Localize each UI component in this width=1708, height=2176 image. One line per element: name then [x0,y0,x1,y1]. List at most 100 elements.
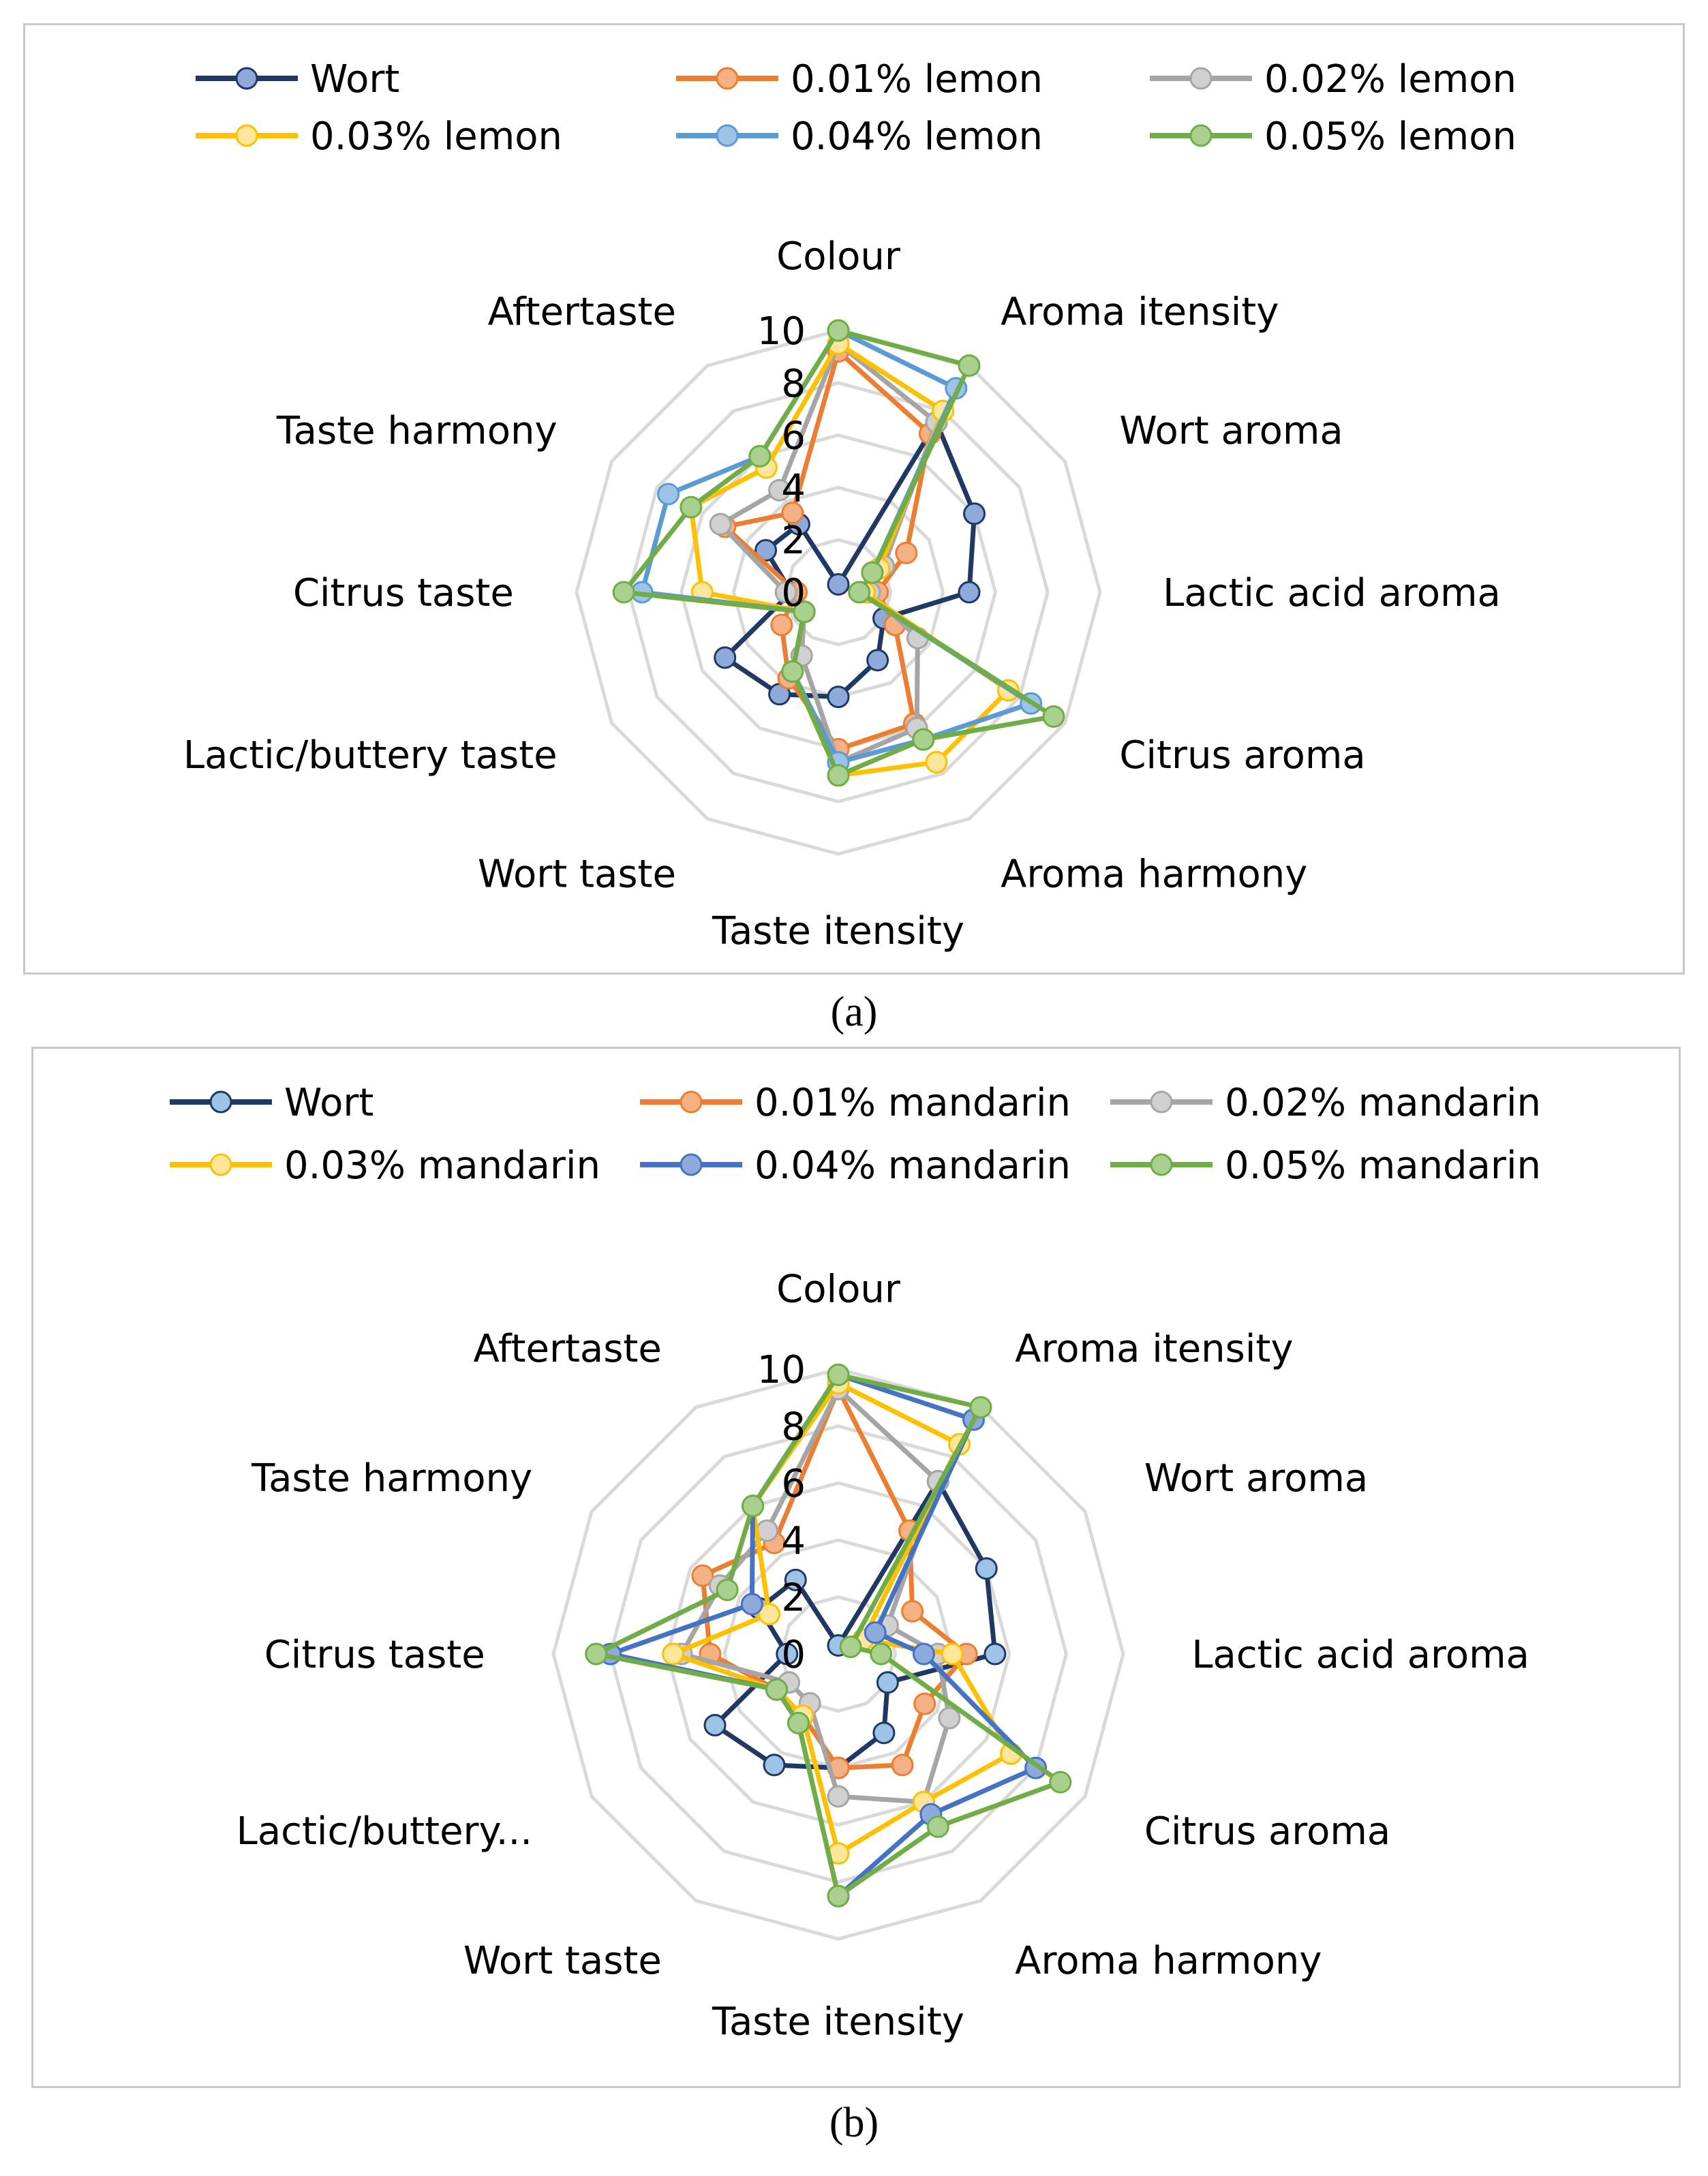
axis-label-lactic-buttery-taste: Lactic/buttery taste [183,733,558,778]
data-point-wort-aroma[interactable] [839,1636,862,1659]
data-point-lactic-acid-aroma[interactable] [941,1642,964,1666]
data-point-taste-itensity[interactable] [827,686,850,709]
data-point-taste-harmony[interactable] [657,482,680,506]
data-point-lactic-buttery-taste[interactable] [714,646,737,669]
legend-item-0-04-lemon[interactable]: 0.04% lemon [676,114,1043,159]
data-point-aftertaste[interactable] [748,444,772,468]
legend-item-0-01-mandarin[interactable]: 0.01% mandarin [640,1081,1071,1125]
data-point-wort-aroma[interactable] [864,1621,887,1644]
axis-label-citrus-taste: Citrus taste [293,571,514,615]
data-point-lactic-buttery-taste[interactable] [793,600,816,624]
axis-label-aroma-itensity: Aroma itensity [1015,1327,1293,1371]
data-point-colour[interactable] [827,572,850,596]
radial-tick-2: 2 [781,1576,806,1620]
data-point-taste-itensity[interactable] [827,764,850,787]
legend-item-0-02-lemon[interactable]: 0.02% lemon [1150,57,1516,102]
axis-label-wort-taste: Wort taste [478,852,676,896]
legend-label: Wort [310,57,399,102]
series-0-01-mandarin [691,1377,978,1779]
data-point-citrus-taste[interactable] [662,1642,685,1666]
data-point-citrus-aroma[interactable] [876,1671,899,1694]
data-point-taste-harmony[interactable] [758,1602,781,1625]
legend-item-0-01-lemon[interactable]: 0.01% lemon [676,57,1043,102]
axis-label-wort-aroma: Wort aroma [1144,1456,1368,1501]
legend-swatch-marker [1150,1153,1173,1176]
data-point-citrus-taste[interactable] [776,1642,799,1666]
data-point-taste-itensity[interactable] [827,1785,850,1808]
axis-label-wort-taste: Wort taste [463,1939,662,1983]
data-point-citrus-taste[interactable] [612,581,635,604]
legend-item-0-04-mandarin[interactable]: 0.04% mandarin [640,1144,1071,1188]
data-point-citrus-aroma[interactable] [1049,1771,1072,1794]
legend-item-0-02-mandarin[interactable]: 0.02% mandarin [1110,1081,1541,1125]
legend-item-0-05-lemon[interactable]: 0.05% lemon [1150,114,1516,159]
legend-label: 0.02% lemon [1264,57,1516,102]
data-point-taste-itensity[interactable] [827,1884,850,1907]
legend-swatch-marker [1189,124,1213,147]
axis-label-aroma-harmony: Aroma harmony [1001,852,1307,896]
data-point-lactic-acid-aroma[interactable] [848,581,871,604]
data-point-aftertaste[interactable] [784,1568,807,1591]
data-point-lactic-acid-aroma[interactable] [958,581,981,604]
series-line [608,1372,1039,1899]
data-point-taste-harmony[interactable] [754,539,778,562]
data-point-wort-aroma[interactable] [901,1599,924,1623]
legend-label: Wort [284,1081,373,1125]
radial-tick-8: 8 [781,362,806,406]
data-point-wort-aroma[interactable] [975,1557,998,1580]
data-point-aroma-harmony[interactable] [926,1815,949,1838]
legend-item-wort[interactable]: Wort [170,1081,373,1125]
data-point-citrus-aroma[interactable] [938,1706,961,1730]
data-point-aroma-harmony[interactable] [866,649,889,672]
data-point-wort-aroma[interactable] [895,541,918,564]
data-point-wort-taste[interactable] [787,1711,810,1734]
data-point-lactic-acid-aroma[interactable] [912,1642,935,1666]
legend-label: 0.01% mandarin [754,1081,1071,1125]
grid-ring-10 [575,328,1102,856]
legend-item-0-05-mandarin[interactable]: 0.05% mandarin [1110,1144,1541,1188]
data-point-wort-taste[interactable] [781,660,804,683]
data-point-aroma-harmony[interactable] [891,1753,914,1777]
data-point-wort-aroma[interactable] [861,561,884,584]
data-point-citrus-aroma[interactable] [913,1692,936,1715]
data-point-wort-aroma[interactable] [963,502,986,525]
grid-ring-8 [627,381,1050,803]
axis-label-aroma-itensity: Aroma itensity [1001,290,1279,335]
data-point-citrus-taste[interactable] [774,581,797,604]
data-point-taste-harmony[interactable] [691,1564,714,1587]
radial-tick-6: 6 [781,1462,806,1506]
data-point-lactic-acid-aroma[interactable] [983,1642,1007,1666]
data-point-taste-harmony[interactable] [716,1578,739,1602]
data-point-aroma-itensity[interactable] [958,354,981,377]
data-point-lactic-buttery[interactable] [765,1678,789,1701]
radial-tick-4: 4 [781,466,806,510]
data-point-taste-harmony[interactable] [709,512,732,536]
legend-item-wort[interactable]: Wort [196,57,399,102]
data-point-wort-taste[interactable] [763,1753,786,1777]
data-point-lactic-buttery-taste[interactable] [770,613,793,637]
data-point-taste-harmony[interactable] [740,1593,763,1616]
radial-tick-6: 6 [781,414,806,459]
grid-ring-10 [551,1367,1125,1941]
axis-label-taste-harmony: Taste harmony [251,1456,532,1501]
data-point-colour[interactable] [827,1363,850,1386]
data-point-aroma-harmony[interactable] [872,1721,896,1745]
data-point-aftertaste[interactable] [768,478,791,502]
data-point-citrus-aroma[interactable] [1042,705,1065,728]
data-point-colour[interactable] [827,319,850,342]
data-point-aftertaste[interactable] [742,1495,765,1518]
data-point-taste-harmony[interactable] [680,495,703,519]
data-point-aroma-harmony[interactable] [925,750,948,773]
data-point-aroma-itensity[interactable] [969,1396,992,1419]
axis-label-citrus-taste: Citrus taste [264,1633,485,1677]
data-point-citrus-taste[interactable] [585,1642,608,1666]
data-point-aftertaste[interactable] [781,502,804,525]
data-point-lactic-buttery[interactable] [703,1714,727,1736]
legend-item-0-03-mandarin[interactable]: 0.03% mandarin [170,1144,600,1188]
axis-label-lactic-acid-aroma: Lactic acid aroma [1163,571,1501,615]
legend-item-0-03-lemon[interactable]: 0.03% lemon [196,114,562,159]
data-point-lactic-acid-aroma[interactable] [870,1642,893,1666]
legend-swatch-marker [209,1090,232,1114]
data-point-aroma-harmony[interactable] [912,728,935,751]
axis-label-citrus-aroma: Citrus aroma [1119,733,1365,778]
